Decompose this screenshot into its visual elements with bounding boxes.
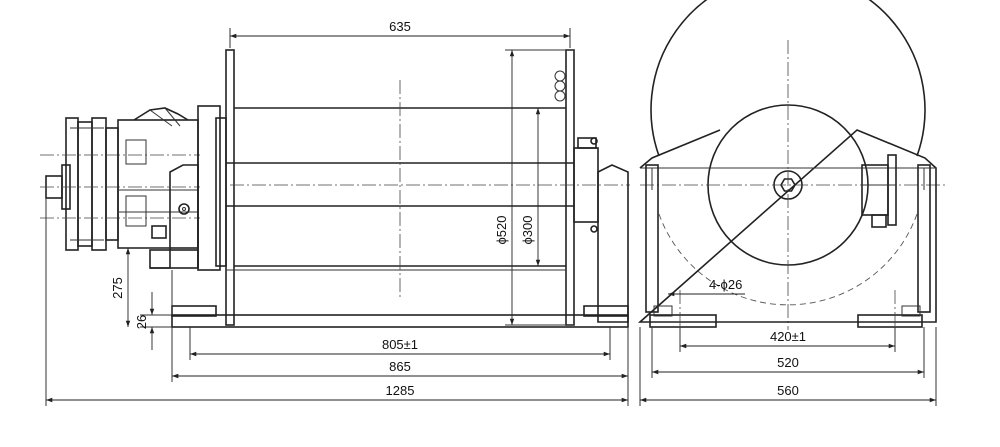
dim-label-560: 560 bbox=[777, 383, 799, 398]
dim-hole-spacing-long: 805±1 bbox=[189, 327, 611, 360]
dim-label-865: 865 bbox=[389, 359, 411, 374]
dim-label-1285: 1285 bbox=[386, 383, 415, 398]
dim-label-26: 26 bbox=[134, 315, 149, 329]
side-view: 4-ϕ26 420±1 520 560 bbox=[637, 0, 945, 406]
drum-body bbox=[226, 70, 630, 300]
front-view: 635 ϕ520 ϕ300 275 26 bbox=[40, 19, 630, 406]
dim-base-thickness: 26 bbox=[134, 292, 172, 350]
dim-hole-spacing-side: 420±1 bbox=[679, 327, 896, 352]
dim-center-height: 275 bbox=[110, 247, 170, 327]
dim-label-275: 275 bbox=[110, 277, 125, 299]
side-gearbox bbox=[861, 154, 897, 228]
dim-top-width: 635 bbox=[229, 19, 571, 48]
dim-overall-length: 1285 bbox=[45, 198, 629, 406]
right-bearing-housing bbox=[573, 137, 629, 323]
side-frame bbox=[637, 129, 937, 323]
motor-brake-unit bbox=[40, 107, 200, 251]
dim-label-805: 805±1 bbox=[382, 337, 418, 352]
dim-base-length: 865 bbox=[171, 327, 629, 382]
front-base-frame bbox=[171, 269, 629, 328]
dim-label-phi520: ϕ520 bbox=[494, 216, 509, 245]
dim-label-520: 520 bbox=[777, 355, 799, 370]
side-base-feet bbox=[649, 290, 923, 340]
dim-label-420: 420±1 bbox=[770, 329, 806, 344]
left-gearbox bbox=[149, 105, 227, 271]
dim-mount-holes: 4-ϕ26 bbox=[668, 277, 745, 297]
drum-left-flange bbox=[225, 49, 235, 326]
dim-label-635: 635 bbox=[389, 19, 411, 34]
flange-outline bbox=[650, 0, 926, 157]
dim-label-4phi26: 4-ϕ26 bbox=[709, 277, 742, 292]
drum-right-flange bbox=[565, 49, 575, 326]
dim-side-width-inner: 520 bbox=[651, 327, 925, 378]
dim-drum-outer: ϕ520 bbox=[494, 49, 574, 326]
dim-label-phi300: ϕ300 bbox=[520, 216, 535, 245]
dim-drum-inner: ϕ300 bbox=[520, 108, 541, 266]
dim-side-width-overall: 560 bbox=[639, 327, 937, 406]
